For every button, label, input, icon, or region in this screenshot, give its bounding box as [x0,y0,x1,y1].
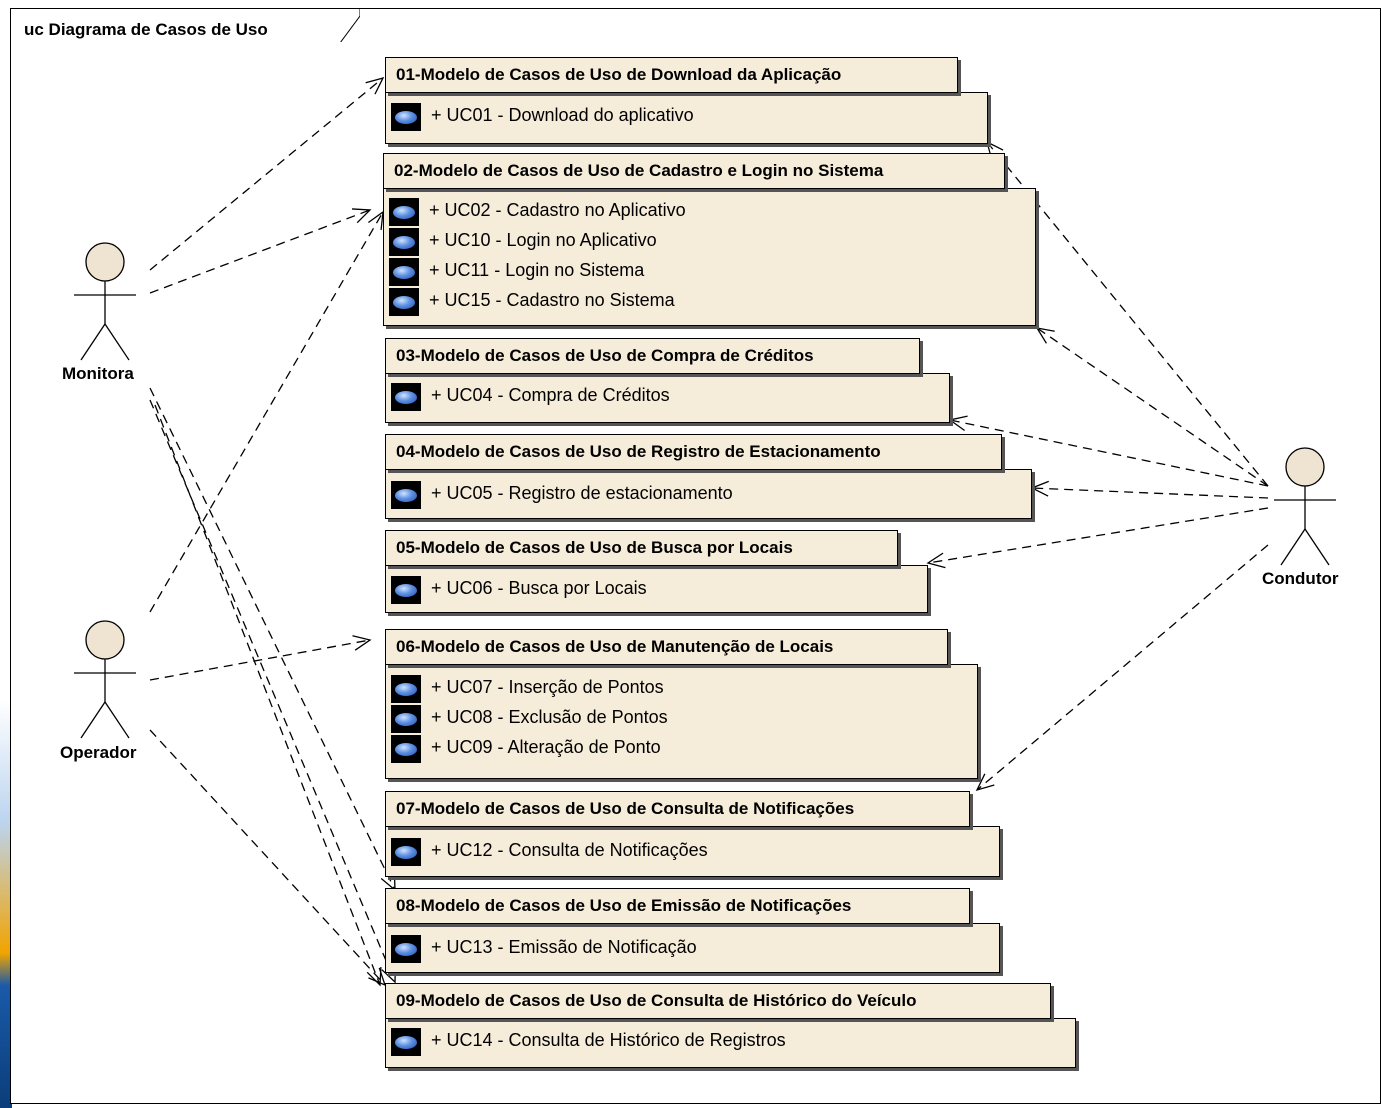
use-case-icon [391,103,421,131]
use-case-label: + UC05 - Registro de estacionamento [431,483,733,503]
use-case-icon [391,481,421,509]
use-case-icon [389,288,419,316]
package-tab: 01-Modelo de Casos de Uso de Download da… [385,57,958,93]
dependency-arrow[interactable] [976,544,1269,791]
dependency-arrow[interactable] [1036,327,1269,487]
arrowhead [948,415,968,432]
actor-monitora-figure[interactable] [74,242,136,361]
arrowhead [368,210,384,230]
package-tab: 09-Modelo de Casos de Uso de Consulta de… [385,983,1051,1019]
package-title: 06-Modelo de Casos de Uso de Manutenção … [396,637,834,656]
background-decoration [0,700,12,1108]
dependency-arrow[interactable] [1031,487,1269,499]
use-case-label: + UC06 - Busca por Locais [431,578,647,598]
package-title: 09-Modelo de Casos de Uso de Consulta de… [396,991,917,1010]
arrowhead [975,773,995,792]
use-case-label: + UC08 - Exclusão de Pontos [431,707,668,727]
package-title: 08-Modelo de Casos de Uso de Emissão de … [396,896,852,915]
package-body [385,92,988,144]
dependency-arrow[interactable] [149,77,384,271]
package-tab: 02-Modelo de Casos de Uso de Cadastro e … [383,153,1005,189]
actor-operador-figure[interactable] [74,620,136,739]
package-title: 05-Modelo de Casos de Uso de Busca por L… [396,538,793,557]
package-tab: 06-Modelo de Casos de Uso de Manutenção … [385,629,948,665]
arrowhead [1030,480,1049,497]
use-case-icon [389,198,419,226]
package-body [385,923,1000,973]
dependency-arrow[interactable] [149,211,384,613]
use-case-icon [391,705,421,733]
package-tab: 07-Modelo de Casos de Uso de Consulta de… [385,791,970,827]
use-case-label: + UC01 - Download do aplicativo [431,105,694,125]
dependency-arrow[interactable] [154,404,381,986]
use-case-icon [391,576,421,604]
use-case-label: + UC11 - Login no Sistema [429,260,645,280]
package-title: 02-Modelo de Casos de Uso de Cadastro e … [394,161,884,180]
dependency-arrow[interactable] [927,507,1269,564]
use-case-label: + UC07 - Inserção de Pontos [431,677,664,697]
arrowhead [926,552,946,569]
use-case-icon [391,383,421,411]
package-body [385,664,978,779]
dependency-arrow[interactable] [149,399,396,983]
package-tab: 05-Modelo de Casos de Uso de Busca por L… [385,530,898,566]
actor-monitora-label: Monitora [62,364,134,383]
dependency-arrow[interactable] [149,209,371,294]
use-case-label: + UC09 - Alteração de Ponto [431,737,661,757]
package-body [385,1018,1076,1068]
actor-condutor-figure[interactable] [1274,447,1336,566]
use-case-icon [391,838,421,866]
use-case-icon [391,935,421,963]
dependency-arrow[interactable] [949,419,1269,487]
actor-operador-label: Operador [60,743,137,762]
package-body [385,565,928,613]
package-title: 03-Modelo de Casos de Uso de Compra de C… [396,346,814,365]
use-case-icon [391,1028,421,1056]
use-case-icon [391,735,421,763]
package-title: 07-Modelo de Casos de Uso de Consulta de… [396,799,855,818]
package-title: 04-Modelo de Casos de Uso de Registro de… [396,442,881,461]
package-body [383,188,1036,326]
use-case-label: + UC04 - Compra de Créditos [431,385,670,405]
package-tab: 04-Modelo de Casos de Uso de Registro de… [385,434,1002,470]
arrowhead [351,208,372,224]
actor-condutor-label: Condutor [1262,569,1339,588]
frame-title: uc Diagrama de Casos de Uso [24,20,268,39]
use-case-label: + UC13 - Emissão de Notificação [431,937,697,957]
use-case-icon [389,258,419,286]
dependency-arrow[interactable] [149,729,386,986]
package-title: 01-Modelo de Casos de Uso de Download da… [396,65,842,84]
dependency-arrow[interactable] [149,639,371,681]
use-case-label: + UC10 - Login no Aplicativo [429,230,657,250]
package-tab: 03-Modelo de Casos de Uso de Compra de C… [385,338,920,374]
use-case-icon [391,675,421,703]
use-case-icon [389,228,419,256]
use-case-label: + UC12 - Consulta de Notificações [431,840,708,860]
package-tab: 08-Modelo de Casos de Uso de Emissão de … [385,888,970,924]
frame-title-tab [340,8,360,42]
use-case-label: + UC14 - Consulta de Histórico de Regist… [431,1030,786,1050]
arrowhead [352,635,372,651]
use-case-label: + UC02 - Cadastro no Aplicativo [429,200,686,220]
dependency-arrow[interactable] [149,387,396,891]
package-body [385,373,950,423]
arrowhead [365,76,385,95]
use-case-label: + UC15 - Cadastro no Sistema [429,290,675,310]
arrowhead [1035,327,1055,344]
